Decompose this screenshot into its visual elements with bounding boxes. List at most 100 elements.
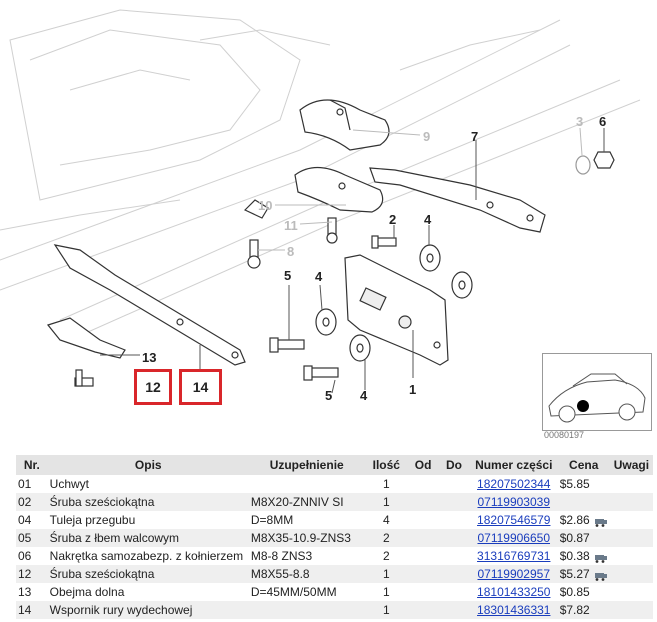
cell-do (438, 601, 470, 619)
header-cena: Cena (557, 455, 610, 475)
cell-uzupelnienie: M8X20-ZNNIV SI (248, 493, 365, 511)
diagram-code: 00080197 (544, 430, 585, 440)
callout-9: 9 (423, 129, 430, 144)
cell-ilosc: 4 (364, 511, 409, 529)
cell-cena: $0.38 (557, 547, 610, 565)
cell-nr-text: 12 (18, 567, 32, 581)
cell-ilosc: 1 (364, 493, 409, 511)
cell-nr-text: 05 (18, 531, 32, 545)
header-od: Od (408, 455, 439, 475)
cell-numer: 07119902957 (469, 565, 558, 583)
callout-4: 4 (315, 269, 323, 284)
cell-ilosc-text: 1 (382, 495, 390, 509)
cell-cena-text: $0.87 (559, 531, 590, 545)
cell-ilosc-text: 1 (382, 477, 390, 491)
cell-uzupelnienie-text: M8X55-8.8 (250, 567, 310, 581)
cell-numer: 18301436331 (469, 601, 558, 619)
callout-13: 13 (142, 350, 156, 365)
cell-opis-text: Śruba sześciokątna (49, 567, 155, 581)
cell-uwagi (609, 475, 653, 493)
part-number-link[interactable]: 18101433250 (477, 585, 551, 599)
cell-ilosc: 1 (364, 565, 409, 583)
cell-uwagi (609, 511, 653, 529)
part-number-link[interactable]: 07119906650 (477, 531, 551, 545)
parts-diagram: 9 7 3 6 10 11 8 2 4 5 4 5 4 1 13 (0, 9, 641, 403)
cell-nr: 02 (16, 493, 48, 511)
cell-cena-text: $5.85 (559, 477, 590, 491)
callout-6: 6 (599, 114, 606, 129)
cell-nr-text: 14 (18, 603, 32, 617)
cell-opis-text: Obejma dolna (49, 585, 125, 599)
header-do: Do (438, 455, 470, 475)
header-opis: Opis (47, 455, 249, 475)
callout-14: 14 (192, 379, 209, 395)
cell-uzupelnienie: D=45MM/50MM (248, 583, 365, 601)
cell-opis: Śruba sześciokątna (47, 493, 249, 511)
cell-cena: $5.27 (557, 565, 610, 583)
cell-cena-text: $0.38 (559, 549, 590, 563)
cell-uwagi (609, 529, 653, 547)
cell-nr: 05 (16, 529, 48, 547)
part-number-link[interactable]: 07119903039 (477, 495, 551, 509)
cell-od (408, 529, 439, 547)
cell-numer: 07119906650 (469, 529, 558, 547)
cell-uwagi (609, 565, 653, 583)
cell-od (408, 583, 439, 601)
cell-uzupelnienie: D=8MM (248, 511, 365, 529)
cell-ilosc-text: 1 (382, 567, 390, 581)
cell-numer: 31316769731 (469, 547, 558, 565)
cell-ilosc-text: 2 (382, 549, 390, 563)
cell-uzupelnienie: M8X35-10.9-ZNS3 (248, 529, 365, 547)
cell-nr: 14 (16, 601, 48, 619)
part-number-link[interactable]: 31316769731 (477, 549, 551, 563)
callout-5: 5 (284, 268, 291, 283)
header-ilosc: Ilość (364, 455, 409, 475)
part-number-link[interactable]: 18207502344 (477, 477, 551, 491)
header-uzupelnienie: Uzupełnienie (248, 455, 365, 475)
callout-14-highlight[interactable]: 14 (179, 369, 222, 405)
cell-numer: 18207546579 (469, 511, 558, 529)
cell-uzupelnienie: M8-8 ZNS3 (248, 547, 365, 565)
part-number-link[interactable]: 18301436331 (477, 603, 551, 617)
cell-opis: Śruba sześciokątna (47, 565, 249, 583)
cell-nr: 01 (16, 475, 48, 493)
cell-nr: 04 (16, 511, 48, 529)
cell-nr-text: 01 (18, 477, 32, 491)
part-number-link[interactable]: 18207546579 (477, 513, 551, 527)
callout-12-highlight[interactable]: 12 (134, 369, 172, 405)
cell-cena-text: $0.85 (559, 585, 590, 599)
callout-8: 8 (287, 244, 294, 259)
callout-1: 1 (409, 382, 416, 397)
cell-uwagi (609, 493, 653, 511)
cell-nr: 13 (16, 583, 48, 601)
cart-icon[interactable] (594, 570, 608, 582)
cell-nr: 06 (16, 547, 48, 565)
cell-numer: 07119903039 (469, 493, 558, 511)
callout-11: 11 (284, 218, 298, 233)
cell-opis-text: Uchwyt (49, 477, 89, 491)
cell-nr-text: 06 (18, 549, 32, 563)
location-marker (577, 400, 589, 412)
part-number-link[interactable]: 07119902957 (477, 567, 551, 581)
cell-uzupelnienie-text: M8X35-10.9-ZNS3 (250, 531, 351, 545)
cell-cena-text: $5.27 (559, 567, 590, 581)
cell-cena: $7.82 (557, 601, 610, 619)
cell-do (438, 583, 470, 601)
cell-ilosc: 1 (364, 583, 409, 601)
cell-numer: 18207502344 (469, 475, 558, 493)
cell-nr-text: 02 (18, 495, 32, 509)
cell-ilosc: 1 (364, 601, 409, 619)
car-location-inset (542, 353, 652, 431)
callout-7: 7 (471, 129, 478, 144)
cart-icon[interactable] (594, 552, 608, 564)
cell-uzupelnienie (248, 601, 365, 619)
cart-icon[interactable] (594, 516, 608, 528)
cell-cena (557, 493, 610, 511)
table-row: 12 Śruba sześciokątna M8X55-8.8 1 0711990295… (16, 565, 653, 583)
cell-od (408, 547, 439, 565)
header-numer: Numer części (469, 455, 558, 475)
